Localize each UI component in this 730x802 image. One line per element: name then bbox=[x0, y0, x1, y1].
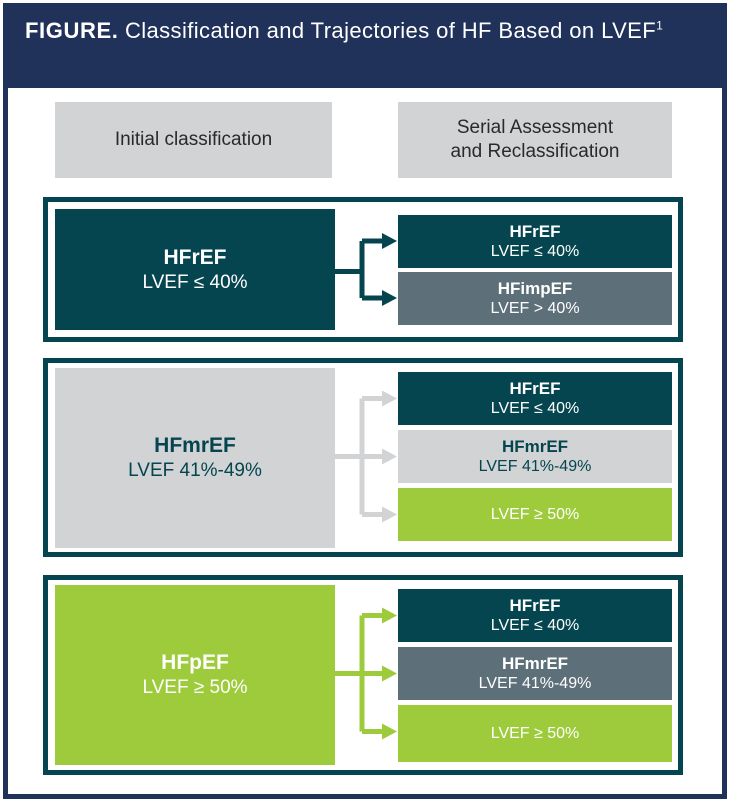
section-hfref: HFrEF LVEF ≤ 40% HFrEF LVEF ≤ 40% HFimpE… bbox=[43, 197, 683, 342]
box-detail: LVEF ≤ 40% bbox=[490, 400, 580, 418]
arrowhead-icon bbox=[382, 390, 397, 407]
column-header-label: Serial Assessment and Reclassification bbox=[451, 116, 620, 164]
box-detail: LVEF ≥ 50% bbox=[490, 505, 580, 523]
target-box-hfimpef: HFimpEF LVEF > 40% bbox=[398, 272, 672, 325]
source-box-hfref: HFrEF LVEF ≤ 40% bbox=[55, 209, 335, 330]
arrow-lines bbox=[335, 396, 383, 517]
arrowhead-icon bbox=[382, 665, 397, 682]
column-header-serial-assessment: Serial Assessment and Reclassification bbox=[398, 102, 672, 178]
trajectory-arrows-hfpef bbox=[335, 607, 397, 740]
target-box-hfmref: HFmrEF LVEF 41%-49% bbox=[398, 430, 672, 483]
box-name: HFmrEF bbox=[154, 434, 236, 457]
arrow-lines bbox=[335, 613, 383, 734]
box-detail: LVEF 41%-49% bbox=[478, 458, 592, 476]
section-hfmref: HFmrEF LVEF 41%-49% HFrEF LVEF ≤ 40% HFm… bbox=[43, 358, 683, 557]
arrowhead-icon bbox=[382, 290, 397, 306]
arrowhead-icon bbox=[382, 448, 397, 465]
figure-title-bar: FIGURE. Classification and Trajectories … bbox=[3, 3, 727, 88]
box-name: HFmrEF bbox=[501, 653, 569, 673]
box-name: HFpEF bbox=[161, 651, 229, 674]
arrowhead-icon bbox=[382, 723, 397, 740]
target-box-hfref: HFrEF LVEF ≤ 40% bbox=[398, 589, 672, 642]
source-box-hfmref: HFmrEF LVEF 41%-49% bbox=[55, 368, 335, 548]
target-box-hfref: HFrEF LVEF ≤ 40% bbox=[398, 372, 672, 425]
source-box-hfpef: HFpEF LVEF ≥ 50% bbox=[55, 585, 335, 765]
box-name: HFrEF bbox=[509, 595, 561, 615]
box-detail: LVEF ≤ 40% bbox=[142, 271, 248, 293]
target-box-lvef-50: LVEF ≥ 50% bbox=[398, 488, 672, 541]
target-box-hfmref: HFmrEF LVEF 41%-49% bbox=[398, 647, 672, 700]
arrowhead-icon bbox=[382, 506, 397, 523]
box-name: HFrEF bbox=[509, 221, 561, 241]
arrowhead-icon bbox=[382, 607, 397, 624]
arrowhead-icon bbox=[382, 233, 397, 249]
column-header-initial-classification: Initial classification bbox=[55, 102, 332, 178]
section-hfpef: HFpEF LVEF ≥ 50% HFrEF LVEF ≤ 40% HFmrEF… bbox=[43, 575, 683, 775]
box-name: HFrEF bbox=[509, 378, 561, 398]
target-box-lvef-50: LVEF ≥ 50% bbox=[398, 705, 672, 762]
box-detail: LVEF ≤ 40% bbox=[490, 243, 580, 261]
column-header-line2: and Reclassification bbox=[450, 141, 620, 162]
box-name: HFimpEF bbox=[497, 278, 573, 298]
figure-title: Classification and Trajectories of HF Ba… bbox=[118, 18, 657, 43]
box-name: HFmrEF bbox=[501, 436, 569, 456]
box-name: HFrEF bbox=[163, 245, 227, 269]
arrow-lines bbox=[335, 238, 383, 301]
box-detail: LVEF ≥ 50% bbox=[142, 677, 248, 699]
box-detail: LVEF ≤ 40% bbox=[490, 617, 580, 635]
figure-title-superscript: 1 bbox=[656, 18, 664, 33]
box-detail: LVEF 41%-49% bbox=[128, 460, 262, 482]
box-detail: LVEF ≥ 50% bbox=[490, 724, 580, 742]
trajectory-arrows-hfref bbox=[335, 233, 397, 306]
figure-label: FIGURE. bbox=[25, 18, 119, 43]
trajectory-arrows-hfmref bbox=[335, 390, 397, 523]
target-box-hfref: HFrEF LVEF ≤ 40% bbox=[398, 215, 672, 268]
column-header-label: Initial classification bbox=[114, 129, 273, 151]
box-detail: LVEF > 40% bbox=[490, 300, 580, 318]
column-header-line1: Serial Assessment bbox=[456, 117, 614, 139]
box-detail: LVEF 41%-49% bbox=[478, 675, 592, 693]
